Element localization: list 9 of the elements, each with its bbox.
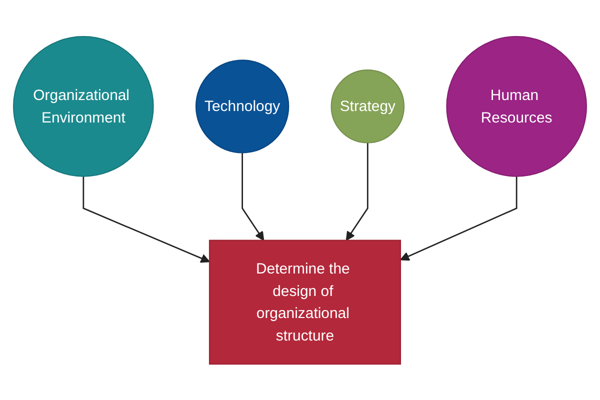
node-circle: Technology [195, 59, 290, 153]
arrow [242, 152, 264, 240]
arrow [400, 176, 518, 260]
arrow [346, 142, 368, 240]
arrow [82, 176, 210, 262]
node-circle: Organizational Environment [13, 36, 154, 177]
node-circle: Strategy [330, 69, 405, 143]
node-circle: Human Resources [446, 36, 587, 177]
node-box: Determine the design of organizational structure [208, 239, 401, 364]
